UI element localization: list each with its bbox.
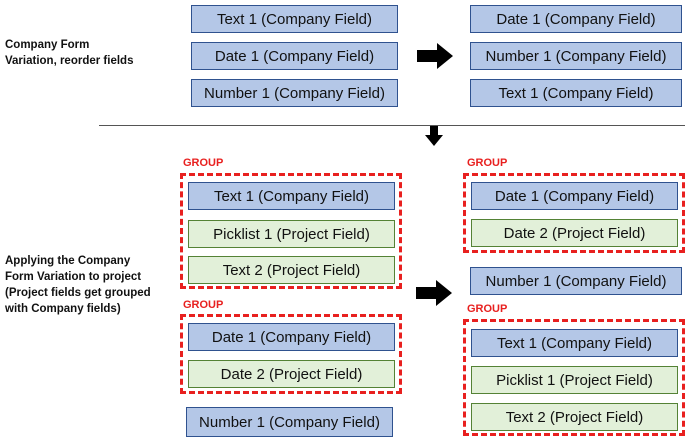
note-apply-to-project: Applying the Company Form Variation to p… (5, 255, 151, 315)
down-arrow-icon (425, 126, 443, 146)
field-box-project: Text 2 (Project Field) (471, 403, 678, 431)
right-arrow-icon (416, 280, 452, 306)
field-box-project: Text 2 (Project Field) (188, 256, 395, 284)
group-label: GROUP (183, 157, 224, 169)
field-box-company: Number 1 (Company Field) (470, 267, 682, 295)
field-box-company: Text 1 (Company Field) (470, 79, 682, 107)
note-reorder-fields: Company Form Variation, reorder fields (5, 39, 134, 67)
field-box-company: Number 1 (Company Field) (191, 79, 398, 107)
field-box-company: Number 1 (Company Field) (470, 42, 682, 70)
divider-line (99, 125, 685, 126)
field-box-company: Text 1 (Company Field) (191, 5, 398, 33)
field-box-company: Date 1 (Company Field) (471, 182, 678, 210)
field-group (180, 173, 402, 289)
field-box-company: Text 1 (Company Field) (188, 182, 395, 210)
group-label: GROUP (467, 303, 508, 315)
group-label: GROUP (467, 157, 508, 169)
field-box-company: Number 1 (Company Field) (186, 407, 393, 437)
field-box-company: Text 1 (Company Field) (471, 329, 678, 357)
field-box-project: Date 2 (Project Field) (188, 360, 395, 388)
field-box-company: Date 1 (Company Field) (470, 5, 682, 33)
field-box-project: Date 2 (Project Field) (471, 219, 678, 247)
field-group (180, 314, 402, 394)
field-box-company: Date 1 (Company Field) (188, 323, 395, 351)
field-group (463, 173, 685, 253)
field-box-company: Date 1 (Company Field) (191, 42, 398, 70)
right-arrow-icon (417, 43, 453, 69)
field-box-project: Picklist 1 (Project Field) (188, 220, 395, 248)
field-box-project: Picklist 1 (Project Field) (471, 366, 678, 394)
group-label: GROUP (183, 299, 224, 311)
field-group (463, 319, 685, 436)
